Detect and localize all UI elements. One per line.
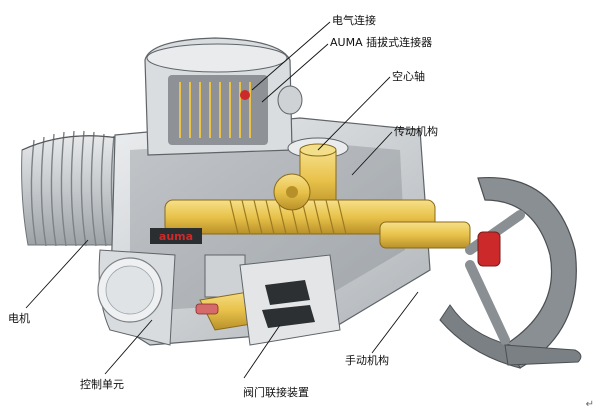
leader-motor: [25, 239, 89, 309]
leader-handwheel-mechanism: [371, 291, 419, 354]
leader-hollow-shaft: [317, 76, 391, 151]
label-electrical-connection: 电气连接: [332, 14, 376, 27]
paragraph-end-mark: ↵: [585, 399, 594, 410]
electrical-connection-housing: [144, 37, 303, 156]
valve-attachment: [239, 254, 341, 346]
leader-transmission: [351, 131, 393, 176]
leader-lines: [25, 21, 419, 379]
handwheel-grip: [504, 344, 582, 366]
leader-valve-attachment: [243, 324, 281, 379]
label-valve-attachment: 阀门联接装置: [243, 386, 309, 399]
label-control-unit: 控制单元: [80, 378, 124, 391]
leader-plug-connector: [261, 43, 329, 103]
label-auma-plug-connector: AUMA 插拔式连接器: [330, 36, 433, 49]
label-hollow-shaft: 空心轴: [392, 70, 425, 83]
leader-control-unit: [104, 319, 153, 375]
label-transmission: 传动机构: [394, 125, 438, 138]
plug-red-contact: [240, 90, 250, 100]
label-handwheel-mechanism: 手动机构: [345, 354, 389, 367]
motor-cooling-fins: [30, 130, 117, 247]
logo-text: auma: [159, 230, 193, 243]
label-motor: 电机: [8, 312, 30, 325]
logo-plate: auma: [150, 228, 202, 244]
control-unit: [97, 249, 276, 346]
handwheel-hub: [477, 231, 501, 267]
handwheel-shaft: [379, 221, 471, 249]
cable-gland: [277, 85, 303, 115]
transmission-gearing: [164, 173, 471, 249]
leader-electrical-connection: [251, 21, 331, 91]
handwheel: [439, 176, 582, 369]
connector-pins: [179, 82, 251, 138]
